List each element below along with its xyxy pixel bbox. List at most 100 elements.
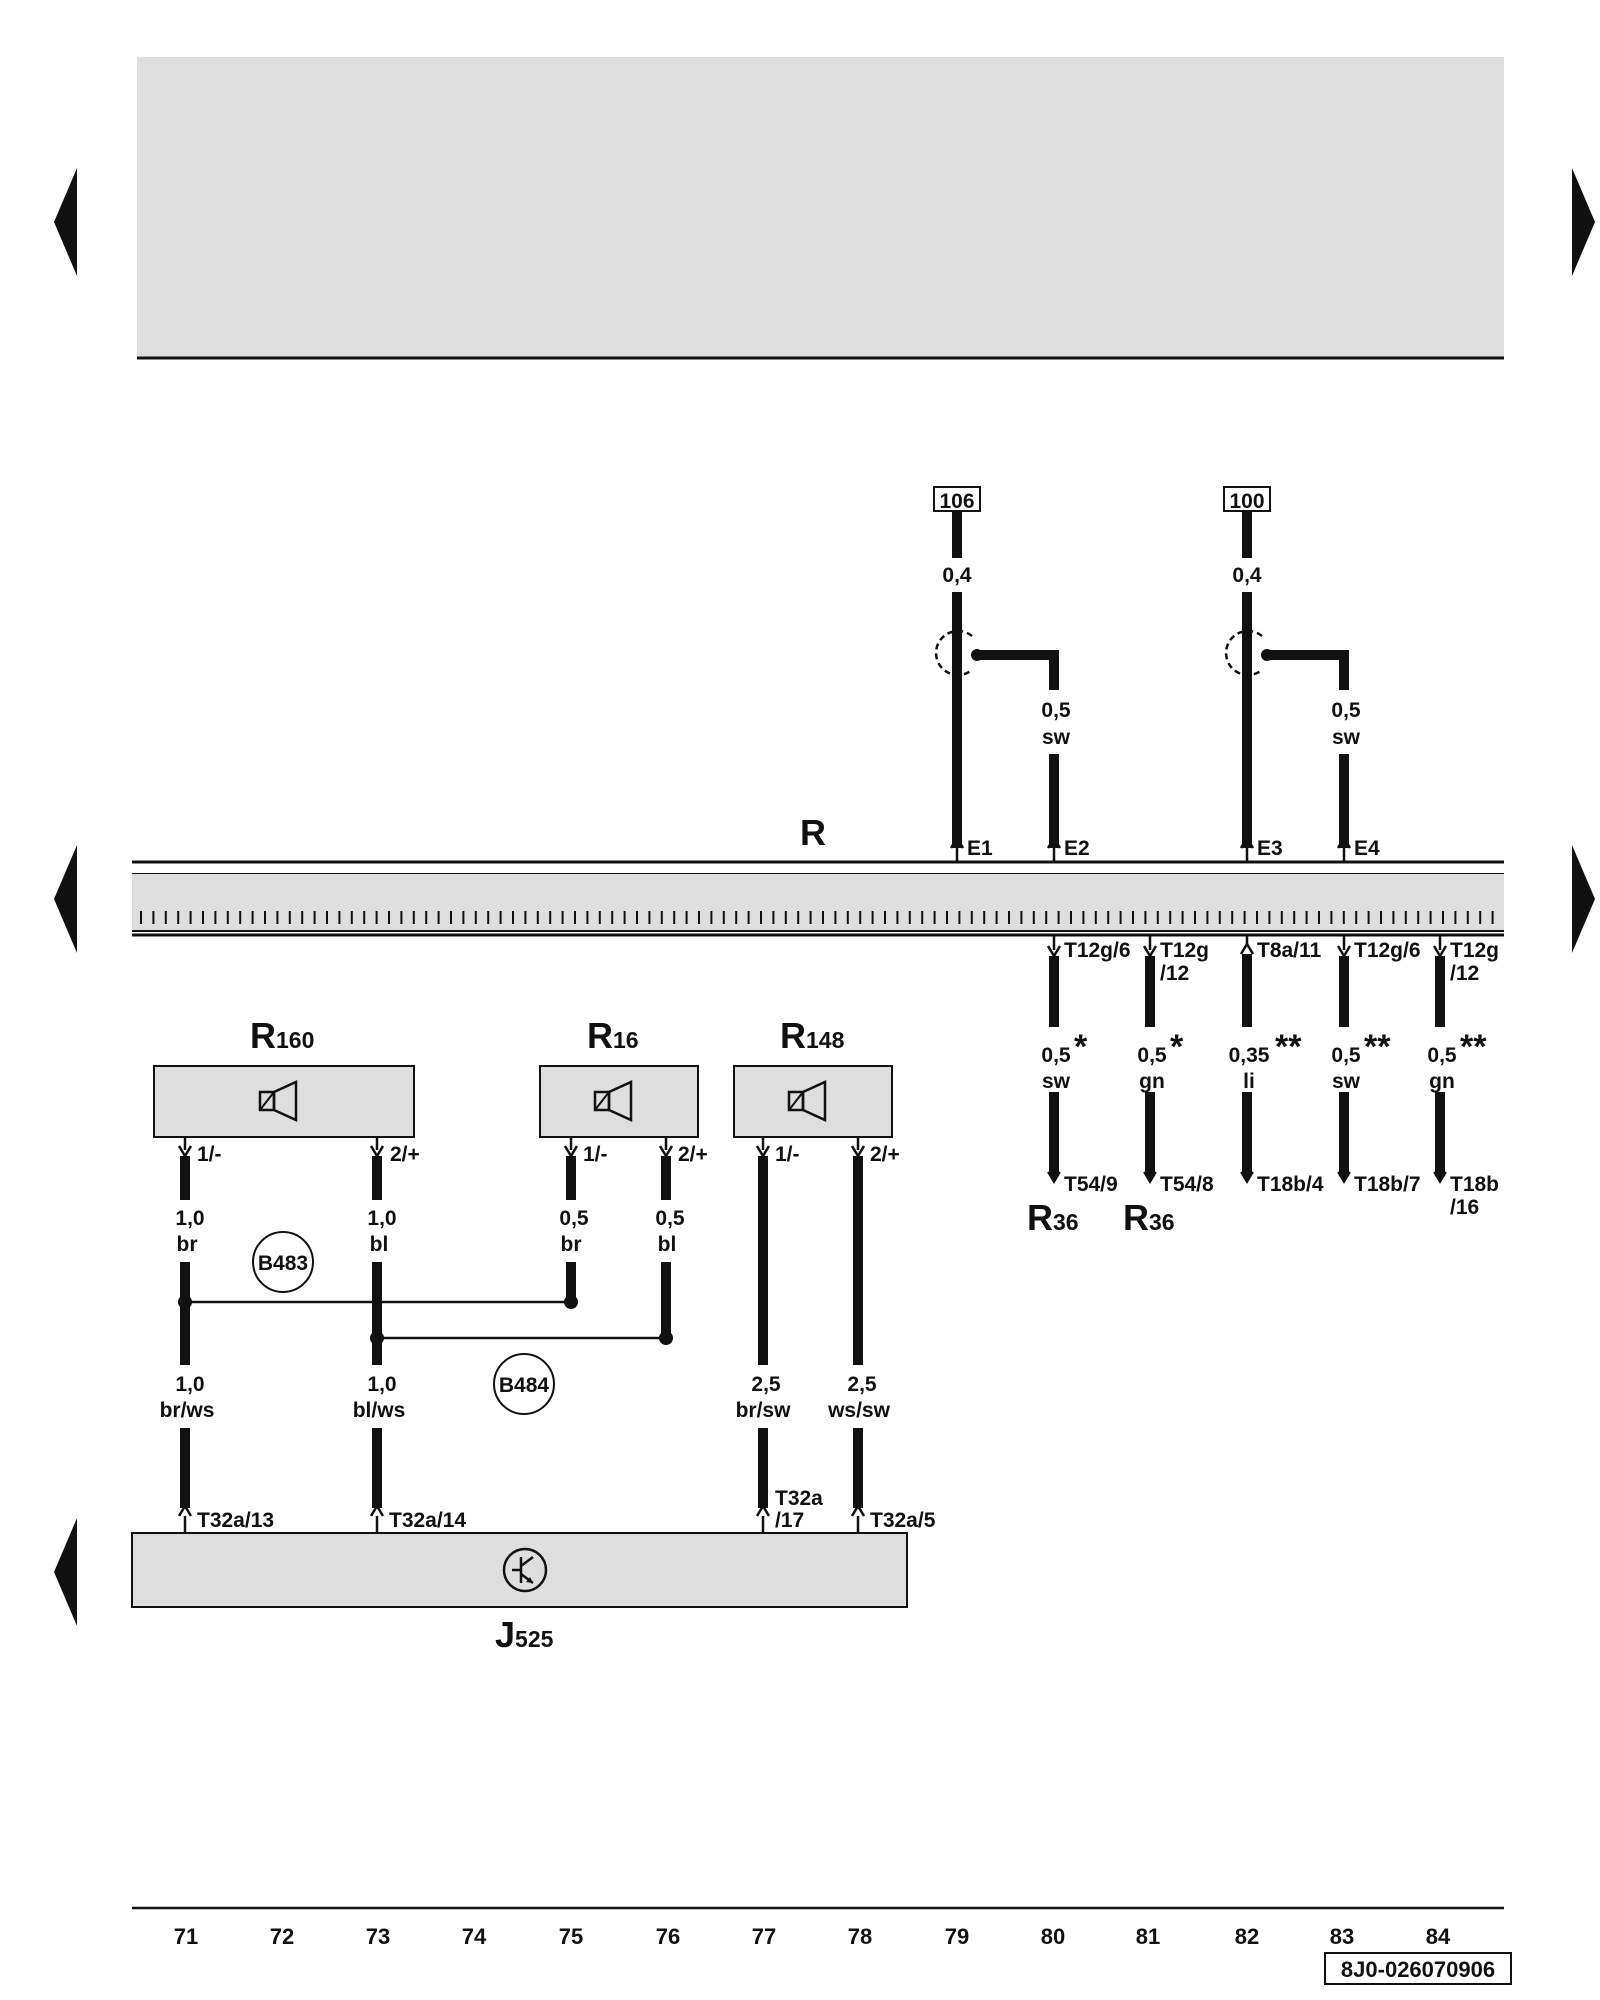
pin-t12g-col81: T12g — [1160, 939, 1209, 962]
gauge-col81-size: 0,5 — [1137, 1044, 1167, 1067]
connection-b483: B483 — [258, 1252, 308, 1275]
ref-100: 100 — [1229, 490, 1264, 513]
pin-e3: E3 — [1257, 837, 1283, 860]
connection-b483-circle — [252, 1231, 314, 1293]
gauge-col84-color: gn — [1429, 1070, 1455, 1093]
pin-t12g-col84: T12g — [1450, 939, 1499, 962]
gauge-col82-size: 0,35 — [1229, 1044, 1270, 1067]
gauge-col80-color: sw — [1042, 1070, 1071, 1093]
prev-page-arrow-bottom[interactable] — [54, 1518, 77, 1626]
pin-t18b4-col82: T18b/4 — [1257, 1173, 1324, 1196]
gauge-col73-lower-size: 1,0 — [367, 1373, 396, 1396]
pin-r16-2: 2/+ — [678, 1143, 708, 1166]
component-r160-label: R160 — [250, 1015, 314, 1056]
gauge-col81-mark: * — [1170, 1028, 1184, 1066]
grid-number: 74 — [462, 1924, 487, 1949]
speaker-icon — [258, 1080, 298, 1122]
wire-106: 106 0,4 0,5 sw — [933, 486, 1071, 862]
pin-e2: E2 — [1064, 837, 1090, 860]
speaker-wires — [177, 1137, 866, 1533]
gauge-106-shield-color: sw — [1042, 726, 1071, 749]
connection-b484: B484 — [499, 1374, 550, 1397]
header-panel — [137, 57, 1504, 358]
speaker-r148 — [733, 1065, 893, 1138]
component-r16-label: R16 — [587, 1015, 639, 1056]
pin-r160-2: 2/+ — [390, 1143, 420, 1166]
gauge-col78-lower-color: ws/sw — [827, 1399, 891, 1422]
component-r36-b: R36 — [1123, 1197, 1175, 1238]
grid-number: 75 — [559, 1924, 583, 1949]
grid-number: 81 — [1136, 1924, 1160, 1949]
gauge-col71-upper-size: 1,0 — [175, 1207, 204, 1230]
pin-t12g6-col83: T12g/6 — [1354, 939, 1421, 962]
pin-t32a-col77: T32a — [775, 1487, 823, 1510]
grid-number: 80 — [1041, 1924, 1065, 1949]
gauge-col71-lower-size: 1,0 — [175, 1373, 204, 1396]
gauge-100-shield-color: sw — [1332, 726, 1361, 749]
pin-t32a14: T32a/14 — [389, 1509, 466, 1532]
gauge-col84-mark: ** — [1460, 1028, 1487, 1066]
pin-12-col84: /12 — [1450, 962, 1479, 985]
pin-17-col77: /17 — [775, 1509, 804, 1532]
pin-t32a13: T32a/13 — [197, 1509, 274, 1532]
gauge-col82-mark: ** — [1275, 1028, 1302, 1066]
radio-r-bar — [132, 860, 1504, 937]
next-page-arrow-mid[interactable] — [1572, 845, 1595, 953]
grid-number: 73 — [366, 1924, 390, 1949]
gauge-col73-upper-size: 1,0 — [367, 1207, 396, 1230]
pin-12-col81: /12 — [1160, 962, 1189, 985]
gauge-col84-size: 0,5 — [1427, 1044, 1457, 1067]
grid-number: 82 — [1235, 1924, 1259, 1949]
gauge-col77-lower-size: 2,5 — [751, 1373, 781, 1396]
pin-t549-col80: T54/9 — [1064, 1173, 1118, 1196]
next-page-arrow-top[interactable] — [1572, 168, 1595, 276]
pin-r148-2: 2/+ — [870, 1143, 900, 1166]
gauge-col76-upper-size: 0,5 — [655, 1207, 685, 1230]
prev-page-arrow-top[interactable] — [54, 168, 77, 276]
pin-t32a5: T32a/5 — [870, 1509, 936, 1532]
pin-t18b7-col83: T18b/7 — [1354, 1173, 1421, 1196]
grid-number: 84 — [1426, 1924, 1451, 1949]
pin-e1: E1 — [967, 837, 993, 860]
gauge-106-shield-size: 0,5 — [1041, 699, 1071, 722]
diagram-code-box — [1324, 1952, 1512, 1985]
pin-t548-col81: T54/8 — [1160, 1173, 1214, 1196]
junction-dot — [370, 1331, 384, 1345]
pin-e4: E4 — [1354, 837, 1380, 860]
gauge-col71-upper-color: br — [177, 1233, 198, 1256]
speaker-icon — [593, 1080, 633, 1122]
gauge-col73-lower-color: bl/ws — [353, 1399, 406, 1422]
component-j525-label: J525 — [495, 1614, 554, 1655]
component-r36-a: R36 — [1027, 1197, 1079, 1238]
diagram-code: 8J0-026070906 — [1341, 1957, 1495, 1982]
pin-t12g6-col80: T12g/6 — [1064, 939, 1131, 962]
pin-t18b-col84: T18b — [1450, 1173, 1499, 1196]
speaker-r16 — [539, 1065, 699, 1138]
wire-100: 100 0,4 0,5 sw — [1223, 486, 1361, 862]
grid-number: 71 — [174, 1924, 198, 1949]
grid-number: 76 — [656, 1924, 680, 1949]
gauge-col81-color: gn — [1139, 1070, 1165, 1093]
grid-number: 79 — [945, 1924, 969, 1949]
gauge-col83-size: 0,5 — [1331, 1044, 1361, 1067]
gauge-col82-color: li — [1243, 1070, 1255, 1093]
prev-page-arrow-mid[interactable] — [54, 845, 77, 953]
gauge-106: 0,4 — [942, 564, 972, 587]
right-wires — [1046, 935, 1448, 1184]
gauge-col77-lower-color: br/sw — [736, 1399, 792, 1422]
gauge-col78-lower-size: 2,5 — [847, 1373, 877, 1396]
grid-number: 72 — [270, 1924, 294, 1949]
gauge-col75-upper-size: 0,5 — [559, 1207, 589, 1230]
speaker-r160 — [153, 1065, 415, 1138]
radio-bar-ticks — [140, 911, 1494, 924]
amplifier-icon — [502, 1547, 548, 1593]
gauge-100: 0,4 — [1232, 564, 1262, 587]
junction-dot — [564, 1295, 578, 1309]
gauge-col83-color: sw — [1332, 1070, 1361, 1093]
ref-106: 106 — [939, 490, 974, 513]
pin-r148-1: 1/- — [775, 1143, 800, 1166]
pin-t8a11-col82: T8a/11 — [1257, 939, 1322, 962]
